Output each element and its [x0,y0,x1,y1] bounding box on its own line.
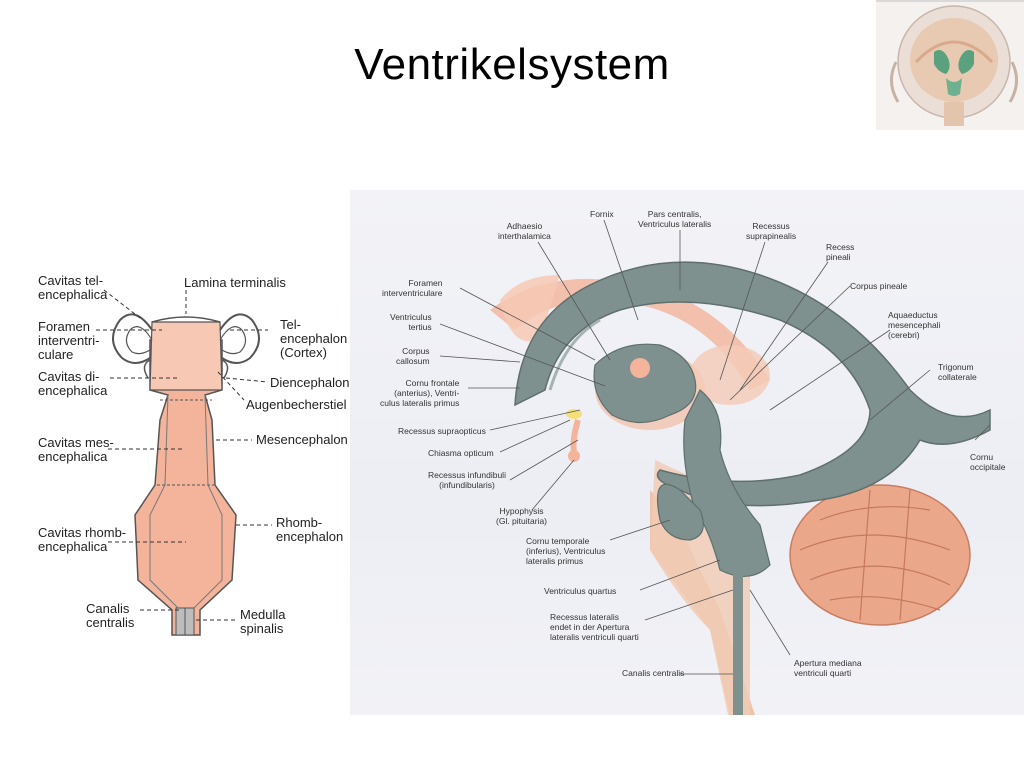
label-cornu-temporale: Cornu temporale (inferius), Ventriculus … [526,536,606,566]
ventricle-cast-diagram: Adhaesio interthalamica Fornix Pars cent… [350,190,1024,715]
neural-tube-diagram: Cavitas tel- encephalica Lamina terminal… [0,250,350,650]
slide-title: Ventrikelsystem [354,40,670,89]
label-ventriculus-quartus: Ventriculus quartus [544,586,617,596]
label-canalis-centralis-left: Canalis centralis [86,601,135,630]
label-cornu-occipitale: Cornu occipitale [970,452,1006,472]
label-canalis-centralis-right: Canalis centralis [622,668,685,678]
label-recessus-pinealis: Recess pineali [826,242,855,262]
label-pars-centralis: Pars centralis, Ventriculus lateralis [638,209,712,229]
label-telencephalon: Tel- encephalon (Cortex) [280,317,348,360]
label-recessus-infundibuli: Recessus infundibuli (infundibularis) [428,470,506,490]
label-cavitas-telencephalica: Cavitas tel- encephalica [38,273,108,302]
label-adhaesio-interthalamica: Adhaesio interthalamica [498,221,551,241]
label-cavitas-diencephalica: Cavitas di- encephalica [38,369,108,398]
label-cavitas-rhombencephalica: Cavitas rhomb- encephalica [38,525,127,554]
label-corpus-callosum: Corpus callosum [396,346,430,366]
label-hypophysis: Hypophysis (Gl. pituitaria) [496,506,548,526]
label-foramen-interventriculare: Foramen interventri- culare [38,319,100,362]
label-aquaeductus: Aquaeductus mesencephali (cerebri) [888,310,941,340]
label-lamina-terminalis: Lamina terminalis [184,275,286,290]
label-rhombencephalon: Rhomb- encephalon [276,515,344,544]
label-ventriculus-tertius: Ventriculus tertius [390,312,432,332]
label-corpus-pineale: Corpus pineale [850,281,908,291]
brain-thumbnail-illustration [890,5,1018,126]
brain-thumbnail [876,0,1024,130]
ventricle-cast-illustration [439,219,991,715]
neural-tube-illustration [96,289,272,636]
label-mesencephalon: Mesencephalon [256,432,348,447]
label-cavitas-mesencephalica: Cavitas mes- encephalica [38,435,114,464]
label-apertura-mediana: Apertura mediana ventriculi quarti [794,658,862,678]
label-augenbecherstiel: Augenbecherstiel [246,397,347,412]
label-chiasma-opticum: Chiasma opticum [428,448,494,458]
label-recessus-lateralis: Recessus lateralis endet in der Apertura… [550,612,639,642]
label-recessus-supraopticus: Recessus supraopticus [398,426,486,436]
label-diencephalon: Diencephalon [270,375,350,390]
label-trigonum-collaterale: Trigonum collaterale [938,362,977,382]
label-recessus-suprapinealis: Recessus suprapinealis [746,221,797,241]
label-fornix: Fornix [590,209,614,219]
label-medulla-spinalis: Medulla spinalis [240,607,286,636]
label-cornu-frontale: Cornu frontale (anterius), Ventri- culus… [380,378,460,408]
label-foramen-interventriculare-right: Foramen interventriculare [382,278,443,298]
